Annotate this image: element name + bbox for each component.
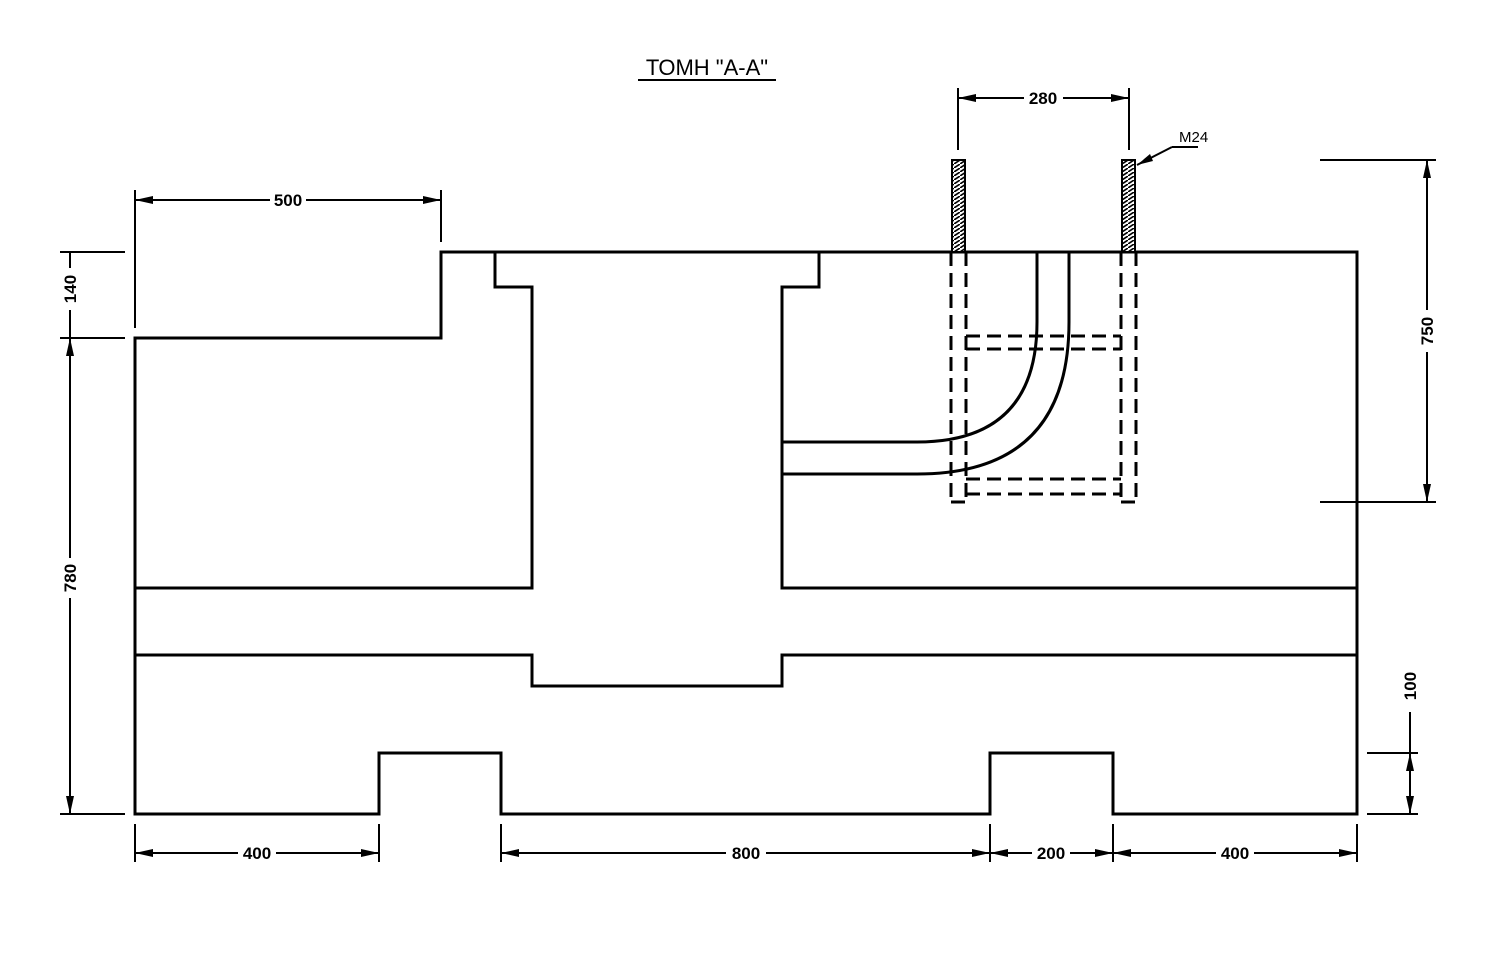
dimension-750: 750 xyxy=(1320,159,1437,503)
dim-100-label: 100 xyxy=(1401,672,1420,700)
bottom-dimension-chain: 400 800 200 400 xyxy=(134,824,1358,863)
dimension-140: 140 xyxy=(60,251,125,339)
dim-500-label: 500 xyxy=(274,191,302,210)
dimension-780: 780 xyxy=(60,338,125,815)
dim-780-label: 780 xyxy=(61,564,80,592)
central-socket xyxy=(133,250,1359,688)
dim-750-label: 750 xyxy=(1418,317,1437,345)
dimension-500: 500 xyxy=(134,190,442,328)
bolt-size-label: M24 xyxy=(1179,129,1208,146)
dim-140-label: 140 xyxy=(61,275,80,303)
hidden-bolt-frame xyxy=(949,252,1138,504)
dim-400-right-label: 400 xyxy=(1221,844,1249,863)
bolt-callout: M24 xyxy=(1136,129,1208,166)
bolt-left-thread xyxy=(951,159,966,253)
section-title: ТОМН "А-А" xyxy=(646,55,768,80)
anchor-bolts xyxy=(951,159,1136,253)
dimension-100: 100 xyxy=(1367,672,1420,815)
dimension-280: 280 xyxy=(957,88,1130,150)
dim-400-left-label: 400 xyxy=(243,844,271,863)
dim-800-label: 800 xyxy=(732,844,760,863)
dim-200-label: 200 xyxy=(1037,844,1065,863)
curved-conduit xyxy=(780,250,1071,476)
dim-280-label: 280 xyxy=(1029,89,1057,108)
bolt-right-thread xyxy=(1121,159,1136,253)
foundation-outline xyxy=(133,250,1359,816)
